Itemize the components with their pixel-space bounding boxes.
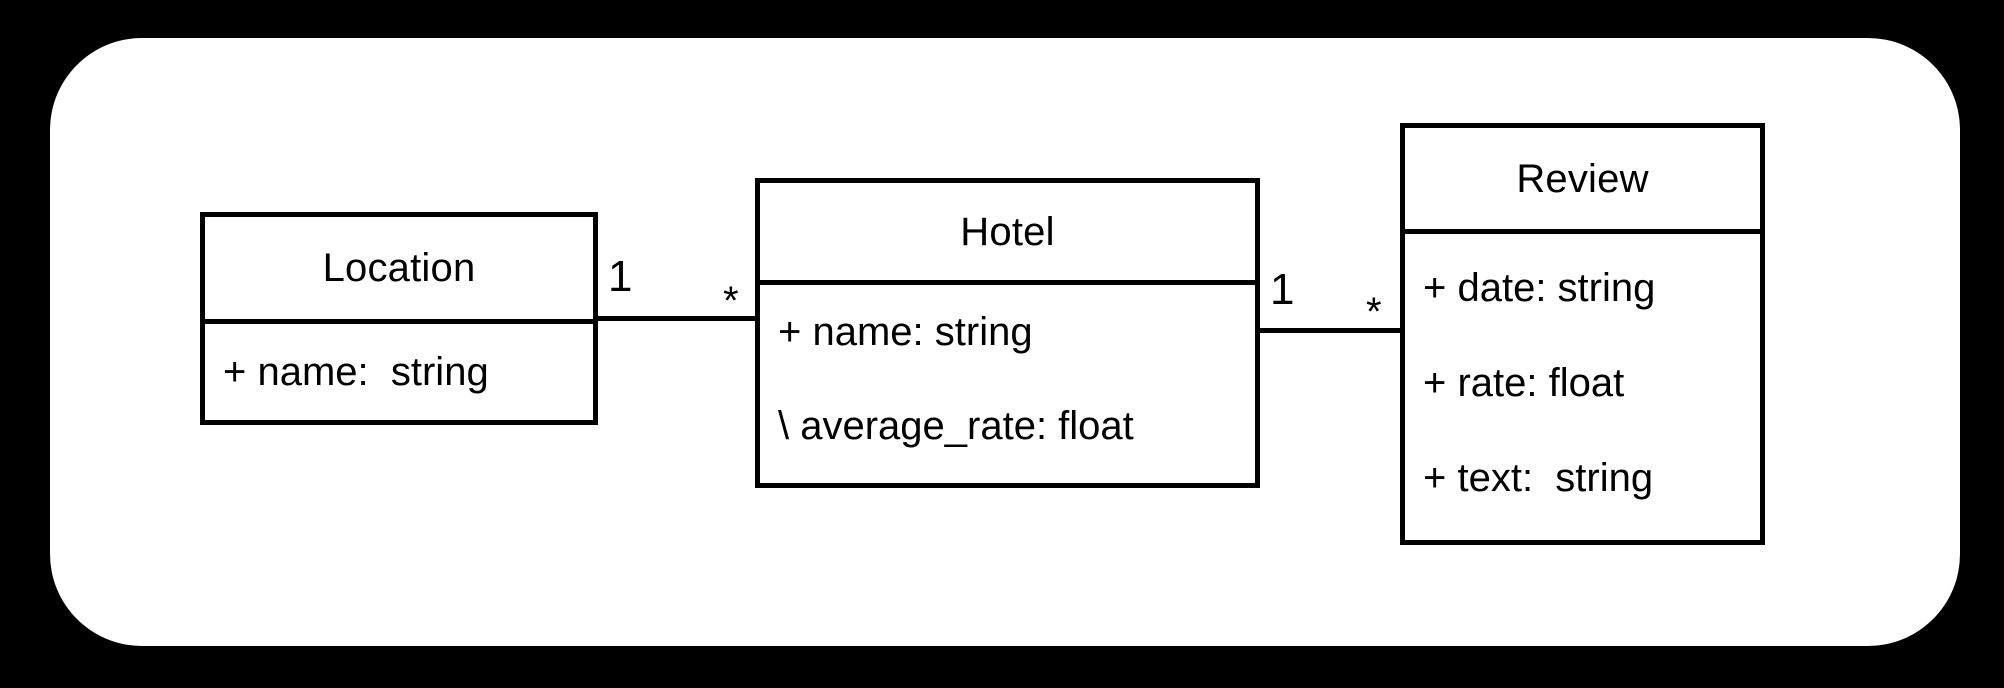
attribute-row: + name: string — [778, 310, 1033, 354]
multiplicity-hotel-end: 1 — [1270, 265, 1295, 314]
attribute-row: + date: string — [1423, 265, 1656, 310]
attribute-compartment-review: + date: string + rate: float + text: str… — [1405, 229, 1760, 540]
class-name-hotel: Hotel — [960, 209, 1055, 254]
attribute-row: + name: string — [223, 350, 489, 394]
attribute-row: + text: string — [1423, 456, 1654, 501]
multiplicity-location-end: 1 — [608, 252, 633, 301]
class-name-review: Review — [1516, 156, 1649, 201]
multiplicity-hotel-start: * — [723, 279, 739, 323]
attribute-compartment-hotel: + name: string \ average_rate: float — [760, 280, 1255, 483]
attribute-row: \ average_rate: float — [778, 404, 1134, 448]
attribute-row: + rate: float — [1423, 360, 1625, 405]
association-line-location-hotel — [593, 316, 760, 321]
attribute-compartment-location: + name: string — [205, 319, 593, 420]
uml-class-review[interactable]: Review + date: string + rate: float + te… — [1400, 123, 1765, 545]
uml-class-location[interactable]: Location + name: string — [200, 212, 598, 425]
multiplicity-review-start: * — [1366, 290, 1382, 334]
uml-class-hotel[interactable]: Hotel + name: string \ average_rate: flo… — [755, 178, 1260, 488]
association-line-hotel-review — [1255, 328, 1405, 333]
class-name-location: Location — [322, 246, 476, 290]
